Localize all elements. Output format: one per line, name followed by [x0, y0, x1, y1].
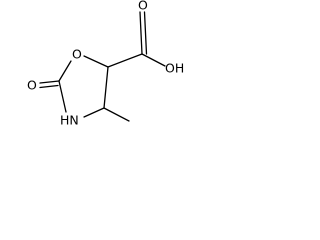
hydroxyl-label: OH	[165, 61, 184, 76]
bond-c2-o1	[58, 60, 72, 82]
bond-c4-methyl	[103, 107, 130, 122]
bond-c4-n3	[83, 107, 105, 118]
bond-cooh-o-a	[139, 11, 143, 55]
bond-n3-c2	[58, 80, 67, 113]
bond-o1-c5	[83, 55, 109, 68]
bond-c5-cooh	[107, 53, 143, 68]
ring-nitrogen-label: HN	[60, 113, 79, 128]
acid-carbonyl-oxygen-label: O	[138, 0, 148, 13]
carbonyl-oxygen-label: O	[27, 78, 37, 93]
structure-diagram: O O HN OH O	[27, 0, 184, 128]
bond-cooh-o-b	[143, 11, 148, 55]
bond-c5-c4	[103, 66, 109, 109]
bond-cooh-oh	[141, 53, 166, 67]
ring-oxygen-label: O	[72, 47, 82, 62]
bond-c2-carbonyl-o-a	[39, 80, 60, 84]
bond-c2-carbonyl-o-b	[39, 84, 59, 89]
